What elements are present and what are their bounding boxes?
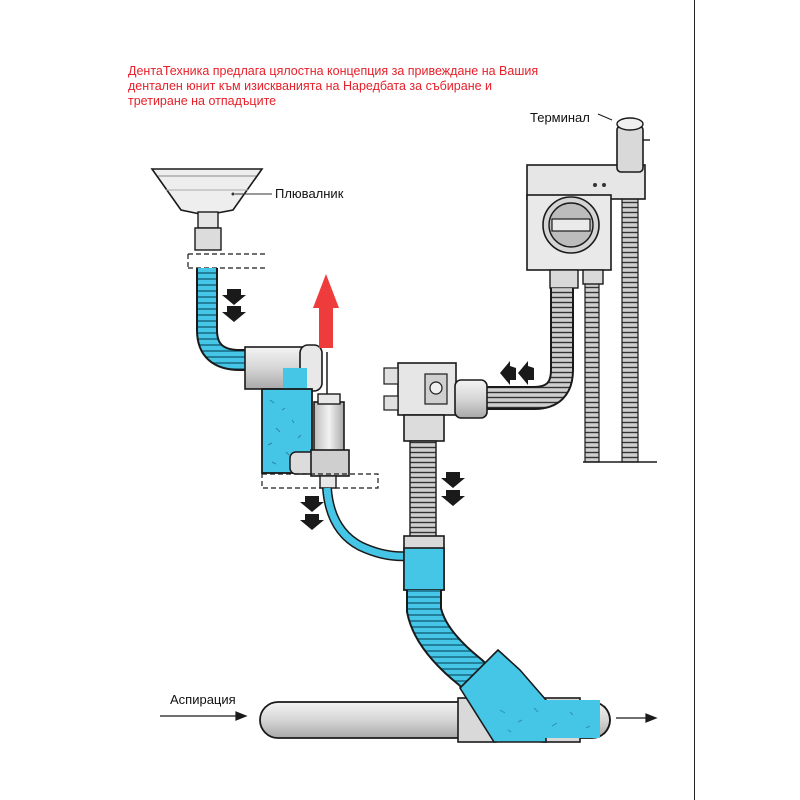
y-connector [403,535,445,591]
valve-drop-hose [409,440,437,538]
aspiration-flow-arrows [160,711,658,723]
label-terminal: Терминал [530,110,590,125]
label-spittoon: Плювалник [275,186,344,201]
flow-arrows-terminal [500,361,534,385]
suction-valve [383,362,488,442]
page-edge-line [694,0,695,800]
flow-arrows-separator [300,496,324,530]
intro-text: ДентаТехника предлага цялостна концепция… [128,64,539,108]
spittoon-mount-outline [187,253,268,269]
spittoon-bowl [150,168,272,251]
flow-arrows-valve [441,472,465,506]
label-aspiration: Аспирация [170,692,236,707]
terminal-unit [526,117,650,463]
separator-unit [244,344,350,489]
flow-arrows-spittoon [222,289,246,322]
terminal-leader [597,113,613,121]
separator-mount-outline [261,473,379,489]
air-exhaust-arrow [313,274,339,348]
aspiration-pipe [259,648,611,743]
